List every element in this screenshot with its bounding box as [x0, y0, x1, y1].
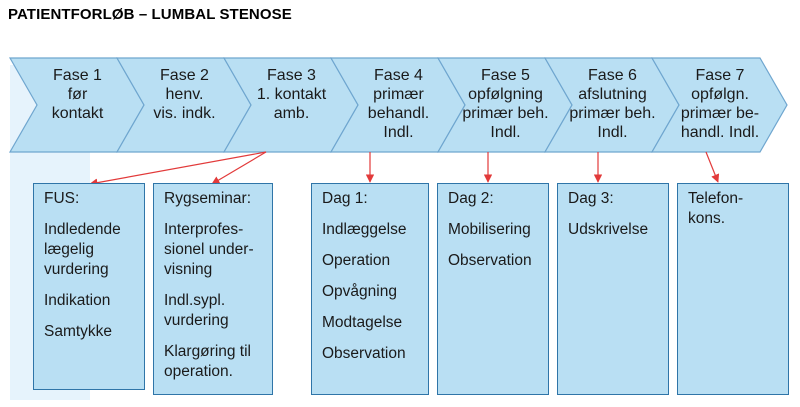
connector-fase7-telefon [705, 151, 720, 183]
phase-label-line: handl. Indl. [681, 124, 759, 141]
dag1-box: Dag 1: Indlæggelse Operation Opvågning M… [311, 183, 429, 395]
phase-label-line: behandl. [368, 105, 429, 122]
phase-label-line: Fase 3 [267, 67, 316, 84]
dag3-item: Udskrivelse [568, 221, 649, 238]
connector-fase3-rygseminar [211, 151, 267, 185]
phase-label-line: Fase 5 [481, 67, 530, 84]
phase-label-line: Fase 6 [588, 67, 637, 84]
phase-label: Fase 5 opfølgning primær beh. Indl. [462, 67, 548, 141]
phase-label-line: før [68, 86, 88, 103]
phase-label-line: primær [373, 86, 424, 103]
page-title: PATIENTFORLØB – LUMBAL STENOSE [8, 6, 292, 23]
phase-label: Fase 1 før kontakt [52, 67, 104, 122]
fus-item: Samtykke [44, 323, 113, 340]
rygseminar-box: Rygseminar: Interprofes- sionel under- v… [153, 183, 273, 395]
dag2-item: Observation [448, 252, 532, 269]
phase-label: Fase 6 afslutning primær beh. Indl. [569, 67, 655, 141]
dag1-item: Opvågning [322, 283, 397, 300]
dag1-item: Indlæggelse [322, 221, 407, 238]
phase-label: Fase 3 1. kontakt amb. [257, 67, 327, 122]
phase-label-line: Fase 4 [374, 67, 423, 84]
phase-label-line: amb. [274, 105, 310, 122]
fus-item: Indikation [44, 292, 111, 309]
phase-label-line: Fase 1 [53, 67, 102, 84]
fus-box: FUS: Indledende lægelig vurdering Indika… [33, 183, 145, 390]
connector-fase3-fus [89, 151, 267, 187]
dag2-heading: Dag 2: [448, 190, 494, 207]
phase-label: Fase 4 primær behandl. Indl. [368, 67, 429, 141]
phase-label-line: vis. indk. [153, 105, 215, 122]
phase-label-line: opfølgning [468, 86, 543, 103]
phase-label: Fase 7 opfølgn. primær be-handl. Indl. [681, 67, 759, 141]
fus-item: Indledende lægelig vurdering [44, 221, 121, 278]
phase-label-line: Indl. [383, 124, 413, 141]
phase-label: Fase 2 henv. vis. indk. [153, 67, 215, 122]
phase-label-line: kontakt [52, 105, 104, 122]
phase-label-line: Indl. [490, 124, 520, 141]
telefon-heading: Telefon- kons. [688, 190, 744, 227]
dag1-item: Modtagelse [322, 314, 403, 331]
phase-chevron [650, 57, 788, 153]
dag1-item: Observation [322, 345, 406, 362]
fus-heading: FUS: [44, 190, 80, 207]
telefon-box: Telefon- kons. [677, 183, 789, 395]
phase-label-line: 1. kontakt [257, 86, 327, 103]
phase-label-line: opfølgn. [691, 86, 749, 103]
dag3-box: Dag 3: Udskrivelse [557, 183, 669, 395]
dag1-heading: Dag 1: [322, 190, 368, 207]
phase-label-line: Indl. [597, 124, 627, 141]
phase-label-line: primær beh. [569, 105, 655, 122]
rygseminar-item: Indl.sypl. vurdering [164, 292, 229, 329]
phase-label-line: primær be- [681, 105, 759, 122]
rygseminar-item: Interprofes- sionel under- visning [164, 221, 254, 278]
dag2-box: Dag 2: Mobilisering Observation [437, 183, 549, 395]
phase-label-line: Fase 7 [696, 67, 745, 84]
rygseminar-item: Klargøring til operation. [164, 343, 251, 380]
phase-label-line: primær beh. [462, 105, 548, 122]
dag1-item: Operation [322, 252, 391, 269]
dag2-item: Mobilisering [448, 221, 531, 238]
dag3-heading: Dag 3: [568, 190, 614, 207]
phase-label-line: afslutning [578, 86, 647, 103]
phase-label-line: henv. [166, 86, 204, 103]
phase-label-line: Fase 2 [160, 67, 209, 84]
rygseminar-heading: Rygseminar: [164, 190, 251, 207]
